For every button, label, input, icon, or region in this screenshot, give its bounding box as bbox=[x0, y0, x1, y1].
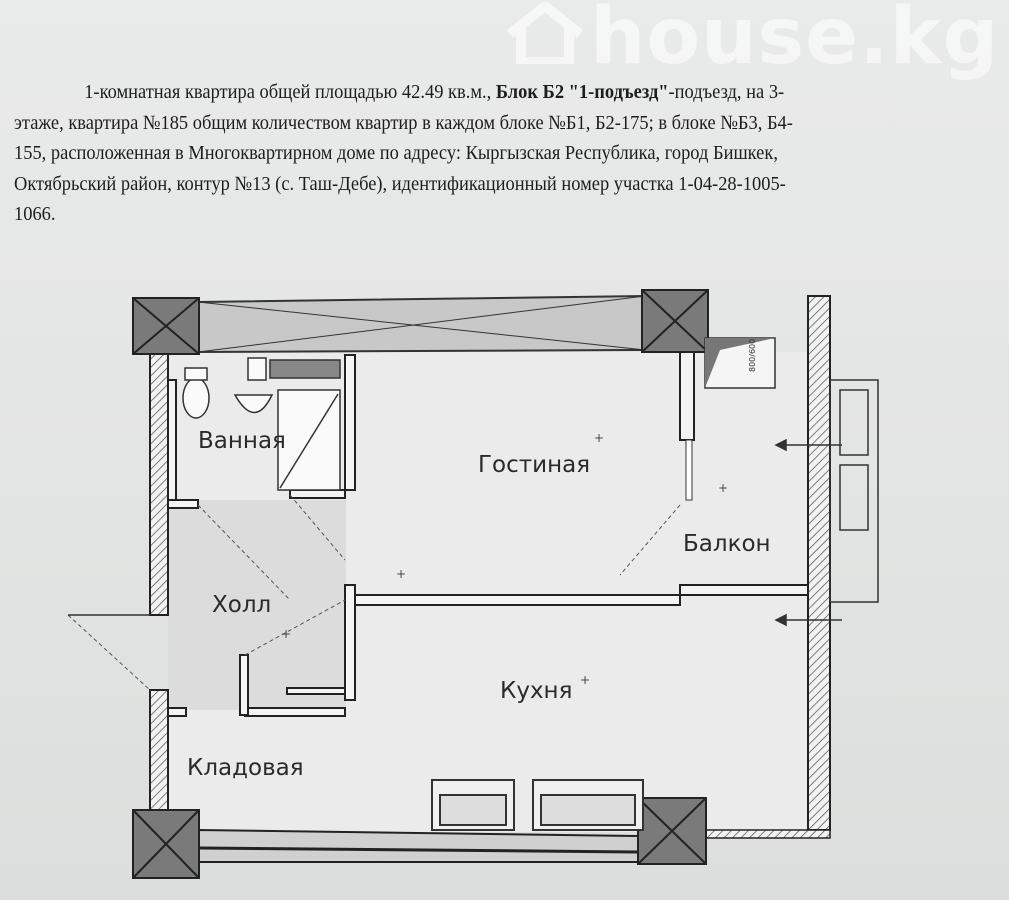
ac-units bbox=[829, 379, 879, 603]
svg-text:+: + bbox=[396, 567, 406, 581]
description-line-3: 155, расположенная в Многоквартирном дом… bbox=[14, 142, 778, 164]
house-logo-icon bbox=[506, 2, 584, 64]
block-label: Блок Б2 "1-подъезд" bbox=[495, 81, 669, 103]
center-marks: + + + + + bbox=[281, 431, 728, 687]
description-text: -подъезд, на 3- bbox=[668, 81, 785, 103]
ventilation-arrows bbox=[774, 438, 842, 627]
bottom-wall bbox=[197, 828, 641, 863]
svg-text:+: + bbox=[718, 481, 728, 495]
description-text: 1-комнатная квартира общей площадью 42.4… bbox=[84, 81, 496, 103]
interior-walls bbox=[167, 349, 809, 717]
room-label-hall: Холл bbox=[212, 592, 271, 618]
description-line-5: 1066. bbox=[14, 203, 56, 225]
balcony-door bbox=[685, 439, 693, 501]
watermark: house.kg bbox=[590, 0, 1000, 82]
svg-text:+: + bbox=[594, 431, 604, 445]
svg-text:+: + bbox=[580, 673, 590, 687]
room-label-kitchen: Кухня bbox=[500, 678, 572, 704]
kitchen-appliances bbox=[431, 779, 644, 831]
door-swings bbox=[67, 494, 681, 691]
top-wall bbox=[197, 294, 646, 354]
description-line-2: этаже, квартира №185 общим количеством к… bbox=[14, 111, 793, 134]
description-line-4: Октябрьский район, контур №13 (с. Таш-Де… bbox=[14, 172, 786, 195]
room-label-storage: Кладовая bbox=[187, 755, 304, 781]
right-wall bbox=[807, 295, 831, 831]
toilet-icon bbox=[182, 377, 210, 419]
sink-icon bbox=[233, 394, 274, 414]
room-label-living: Гостиная bbox=[478, 452, 590, 478]
left-wall-upper bbox=[149, 349, 169, 616]
description-line-1: 1-комнатная квартира общей площадью 42.4… bbox=[14, 77, 905, 108]
columns bbox=[132, 289, 709, 879]
left-wall-lower bbox=[149, 689, 169, 813]
apartment-description: 1-комнатная квартира общей площадью 42.4… bbox=[14, 77, 905, 230]
bathroom-fixtures bbox=[182, 357, 341, 491]
window-size-label: 800/600 bbox=[748, 339, 757, 372]
room-label-bathroom: Ванная bbox=[198, 428, 286, 454]
svg-text:+: + bbox=[281, 627, 291, 641]
hall-floor bbox=[168, 500, 346, 710]
room-label-balcony: Балкон bbox=[683, 531, 771, 557]
